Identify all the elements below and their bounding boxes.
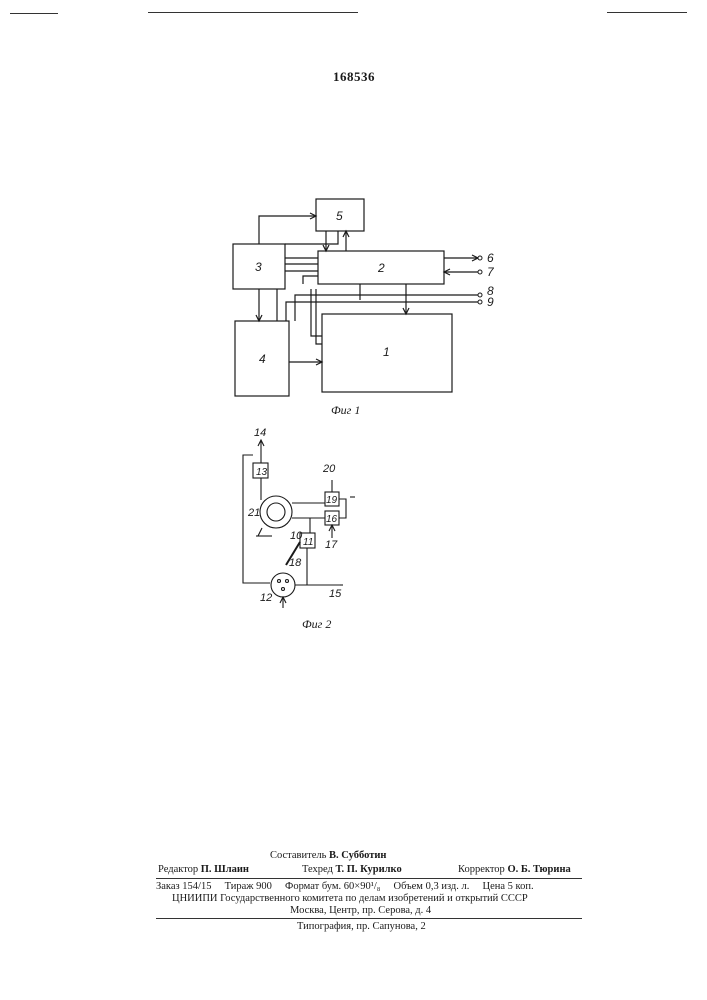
editor-label: Редактор (158, 864, 198, 875)
footer-rule-2 (156, 918, 582, 919)
techred-label: Техред (302, 864, 333, 875)
composer-label: Составитель (270, 850, 326, 861)
techred-name: Т. П. Курилко (336, 864, 402, 875)
corrector-name: О. Б. Тюрина (507, 864, 570, 875)
corrector-line: Корректор О. Б. Тюрина (458, 864, 571, 875)
label-21: 21 (247, 507, 260, 519)
label-10: 10 (290, 530, 303, 542)
printing-line: Типография, пр. Сапунова, 2 (297, 921, 426, 932)
footer-rule (156, 878, 582, 879)
label-15: 15 (329, 588, 342, 600)
ring-10 (260, 496, 292, 528)
valve-12 (271, 573, 295, 597)
figure-2-caption: Фиг 2 (302, 617, 331, 632)
corrector-label: Корректор (458, 864, 505, 875)
label-13: 13 (256, 467, 268, 478)
org-line: ЦНИИПИ Государственного комитета по дела… (172, 893, 528, 904)
order-line: Заказ 154/15 Тираж 900 Формат бум. 60×90… (156, 881, 534, 892)
editor-name: П. Шлаин (201, 864, 249, 875)
label-12: 12 (260, 592, 272, 604)
techred-line: Техред Т. П. Курилко (302, 864, 402, 875)
address-line: Москва, Центр, пр. Серова, д. 4 (290, 905, 431, 916)
label-18: 18 (289, 557, 302, 569)
label-19: 19 (326, 495, 338, 506)
label-20: 20 (322, 463, 336, 475)
composer-name: В. Субботин (329, 850, 386, 861)
editor-line: Редактор П. Шлаин (158, 864, 249, 875)
label-14: 14 (254, 427, 266, 439)
label-11: 11 (303, 537, 313, 548)
label-17: 17 (325, 539, 338, 551)
label-16: 16 (326, 514, 338, 525)
composer-line: Составитель В. Субботин (270, 850, 386, 861)
